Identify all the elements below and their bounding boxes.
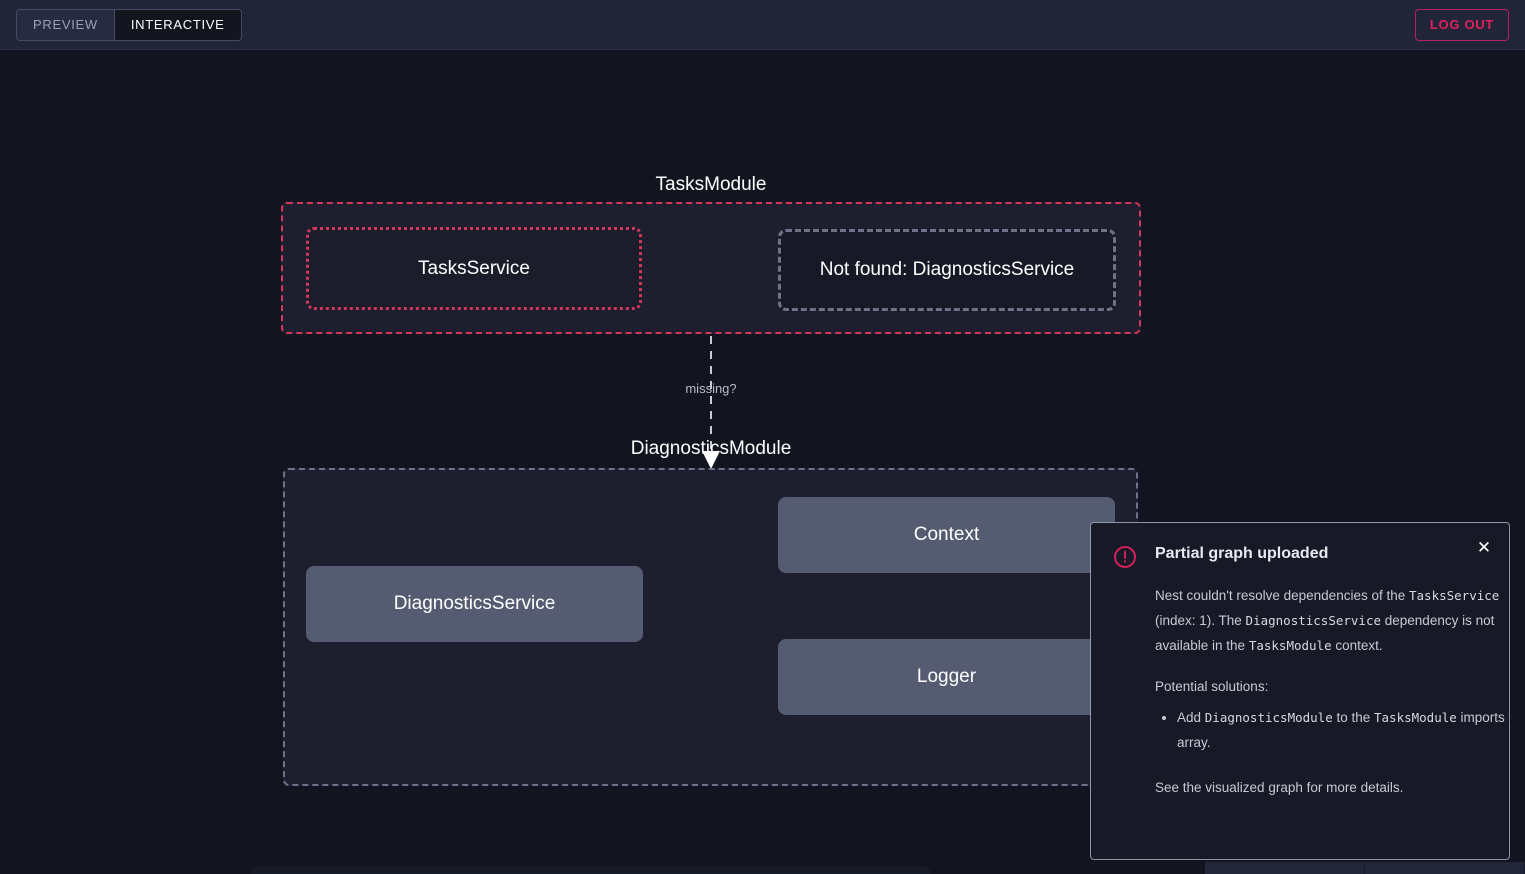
bottom-panel-edge — [250, 866, 930, 874]
code-diagnosticsservice: DiagnosticsService — [1245, 613, 1382, 628]
toast-solutions-heading: Potential solutions: — [1155, 679, 1269, 694]
module-label-tasksmodule: TasksModule — [655, 174, 767, 195]
toast-msg-part-4: context. — [1331, 638, 1383, 653]
solution-part-2: to the — [1332, 710, 1374, 725]
toast-msg-part-2: (index: 1). The — [1155, 613, 1246, 628]
toast-message: Nest couldn't resolve dependencies of th… — [1155, 583, 1505, 658]
node-diagnostics-service[interactable]: DiagnosticsService — [306, 566, 643, 642]
edge-label-missing: missing? — [685, 381, 737, 396]
tab-interactive[interactable]: INTERACTIVE — [113, 9, 241, 40]
view-mode-toggle-group[interactable]: PREVIEW INTERACTIVE — [16, 8, 242, 41]
node-not-found-diagnostics-service[interactable]: Not found: DiagnosticsService — [778, 229, 1116, 311]
toast-footer-text: See the visualized graph for more detail… — [1155, 780, 1404, 795]
node-logger[interactable]: Logger — [778, 639, 1115, 715]
bottom-control-bar[interactable] — [1205, 862, 1525, 874]
node-tasks-service[interactable]: TasksService — [306, 227, 642, 310]
code-diagnosticsmodule: DiagnosticsModule — [1204, 710, 1333, 725]
node-context[interactable]: Context — [778, 497, 1115, 573]
module-label-diagnosticsmodule: DiagnosticsModule — [630, 438, 792, 459]
code-tasksmodule-2: TasksModule — [1374, 710, 1457, 725]
close-icon[interactable]: ✕ — [1473, 537, 1495, 559]
solution-part-3: imports array. — [1177, 710, 1505, 750]
solution-part-1: Add — [1177, 710, 1205, 725]
toast-solutions-list: Add DiagnosticsModule to the TasksModule… — [1155, 705, 1505, 755]
toast-title: Partial graph uploaded — [1155, 545, 1329, 562]
bottom-control-cell-2[interactable] — [1365, 862, 1525, 874]
alert-circle-icon — [1113, 545, 1137, 569]
top-header-bar: PREVIEW INTERACTIVE LOG OUT — [0, 0, 1525, 50]
list-item: Add DiagnosticsModule to the TasksModule… — [1177, 705, 1507, 755]
graph-canvas[interactable]: TasksModule TasksService Not found: Diag… — [0, 50, 1525, 874]
bottom-control-cell-1[interactable] — [1205, 862, 1365, 874]
toast-msg-part-1: Nest couldn't resolve dependencies of th… — [1155, 588, 1409, 603]
tab-preview[interactable]: PREVIEW — [17, 9, 114, 40]
logout-button[interactable]: LOG OUT — [1414, 8, 1509, 41]
code-tasksmodule: TasksModule — [1248, 638, 1332, 653]
toast-msg-part-3: dependency is not available in the — [1155, 613, 1495, 653]
toast-notification: ✕ Partial graph uploaded Nest couldn't r… — [1090, 522, 1510, 860]
code-tasksservice: TasksService — [1409, 588, 1500, 603]
